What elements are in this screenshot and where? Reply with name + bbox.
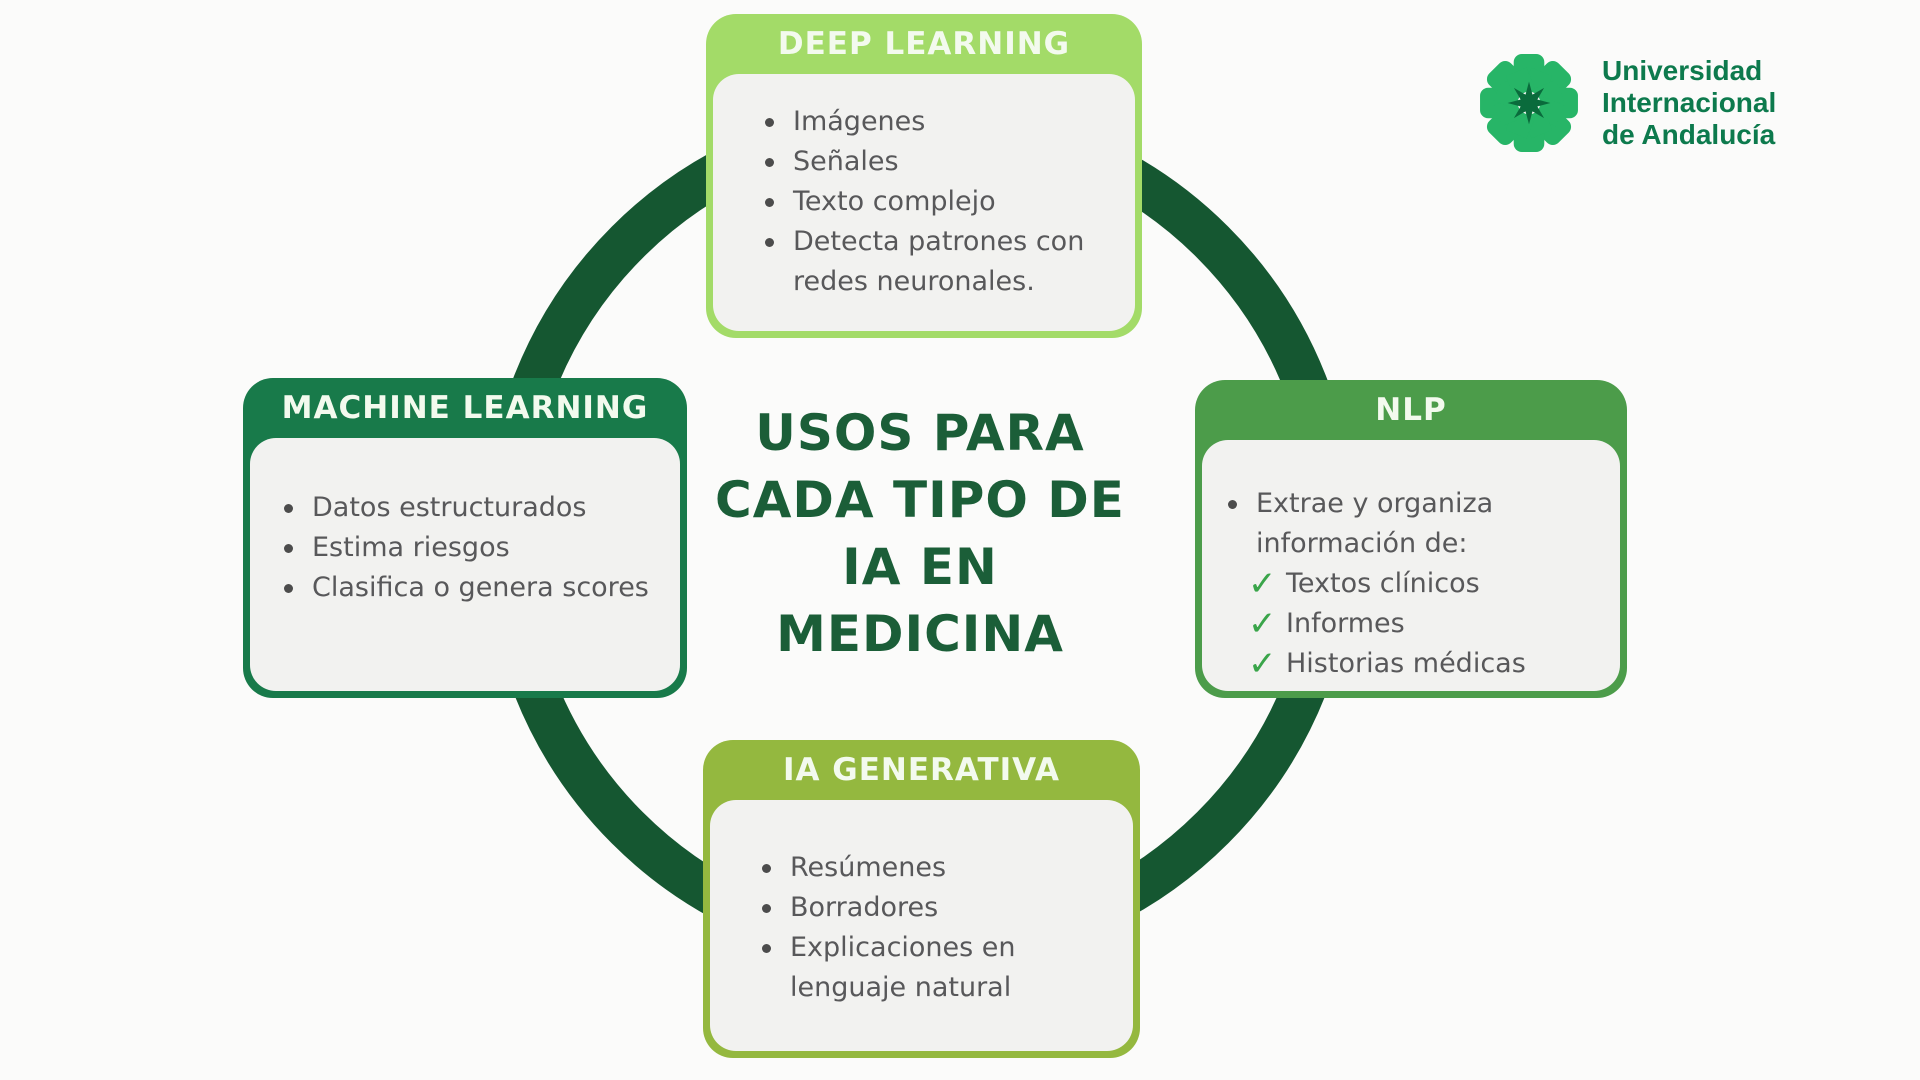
card-nlp-body: Extrae y organiza información de: ✓ Text… — [1202, 440, 1620, 691]
nlp-list: Extrae y organiza información de: ✓ Text… — [1224, 484, 1610, 684]
card-deep-learning-body: Imágenes Señales Texto complejo Detecta … — [713, 74, 1135, 331]
card-ia-generativa-body: Resúmenes Borradores Explicaciones en le… — [710, 800, 1133, 1051]
unia-logo-line-1: Universidad — [1602, 55, 1763, 86]
check-item-label: Textos clínicos — [1286, 568, 1480, 599]
list-item: Resúmenes — [758, 848, 1123, 888]
check-item: ✓ Informes — [1248, 604, 1610, 644]
list-item: Explicaciones en lenguaje natural — [758, 928, 1123, 1008]
card-deep-learning: DEEP LEARNING Imágenes Señales Texto com… — [706, 14, 1142, 338]
list-item: Borradores — [758, 888, 1123, 928]
list-item: Extrae y organiza información de: — [1224, 484, 1610, 564]
unia-logo: Universidad Internacional de Andalucía — [1478, 52, 1776, 154]
deep-learning-list: Imágenes Señales Texto complejo Detecta … — [761, 102, 1121, 302]
card-ia-generativa: IA GENERATIVA Resúmenes Borradores Expli… — [703, 740, 1140, 1058]
check-item-label: Informes — [1286, 608, 1405, 639]
unia-logo-text: Universidad Internacional de Andalucía — [1602, 55, 1776, 151]
page-title-line-3: IA EN — [842, 538, 998, 596]
card-machine-learning-title: MACHINE LEARNING — [281, 390, 649, 426]
unia-logo-line-2: Internacional — [1602, 87, 1777, 118]
card-machine-learning: MACHINE LEARNING Datos estructurados Est… — [243, 378, 687, 698]
list-item: Datos estructurados — [280, 488, 670, 528]
unia-logo-line-3: de Andalucía — [1602, 119, 1776, 150]
checkmark-icon: ✓ — [1248, 564, 1277, 604]
unia-rosette-icon — [1480, 54, 1578, 152]
list-item: Clasifica o genera scores — [280, 568, 670, 608]
card-machine-learning-body: Datos estructurados Estima riesgos Clasi… — [250, 438, 680, 691]
checkmark-icon: ✓ — [1248, 644, 1277, 684]
list-item: Detecta patrones con redes neuronales. — [761, 222, 1121, 302]
card-nlp-title: NLP — [1375, 392, 1447, 428]
check-item: ✓ Textos clínicos — [1248, 564, 1610, 604]
check-item: Historias médicas ✓ Historias médicas — [1248, 644, 1610, 684]
page-title-line-2: CADA TIPO DE — [715, 471, 1125, 529]
list-item: Señales — [761, 142, 1121, 182]
ia-generativa-list: Resúmenes Borradores Explicaciones en le… — [758, 848, 1123, 1008]
card-nlp: NLP Extrae y organiza información de: ✓ … — [1195, 380, 1627, 698]
page-title-line-4: MEDICINA — [776, 605, 1064, 663]
checkmark-icon: ✓ — [1248, 604, 1277, 644]
list-item: Imágenes — [761, 102, 1121, 142]
card-deep-learning-title: DEEP LEARNING — [777, 26, 1071, 62]
list-item: Texto complejo — [761, 182, 1121, 222]
page-title: USOS PARA CADA TIPO DE IA EN MEDICINA — [620, 400, 1220, 668]
page-title-line-1: USOS PARA — [755, 404, 1085, 462]
list-item: Estima riesgos — [280, 528, 670, 568]
check-item-label: Historias médicas — [1286, 648, 1526, 679]
card-ia-generativa-title: IA GENERATIVA — [782, 752, 1061, 788]
machine-learning-list: Datos estructurados Estima riesgos Clasi… — [280, 488, 670, 608]
